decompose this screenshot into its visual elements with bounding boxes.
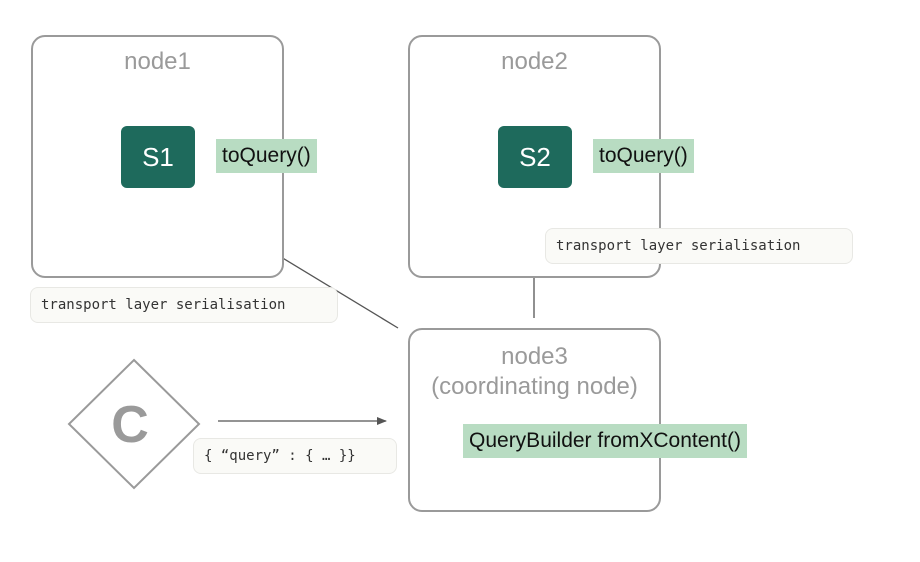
client-label: C bbox=[111, 396, 149, 454]
transport-label-node2: transport layer serialisation bbox=[545, 228, 853, 264]
node3-box: node3 (coordinating node) bbox=[408, 328, 661, 512]
node3-title: node3 bbox=[501, 343, 568, 370]
node2-title: node2 bbox=[501, 48, 568, 75]
request-body-label: { “query” : { … }} bbox=[193, 438, 397, 474]
shard-s1: S1 bbox=[121, 126, 195, 188]
node2-to-query-method: toQuery() bbox=[593, 139, 694, 173]
shard-s2: S2 bbox=[498, 126, 572, 188]
node1-box: node1 S1 bbox=[31, 35, 284, 278]
transport-label-node1: transport layer serialisation bbox=[30, 287, 338, 323]
node3-subtitle: (coordinating node) bbox=[431, 373, 638, 400]
node1-title: node1 bbox=[124, 48, 191, 75]
node1-to-query-method: toQuery() bbox=[216, 139, 317, 173]
client-diamond bbox=[67, 358, 201, 490]
node3-from-xcontent-method: QueryBuilder fromXContent() bbox=[463, 424, 747, 458]
